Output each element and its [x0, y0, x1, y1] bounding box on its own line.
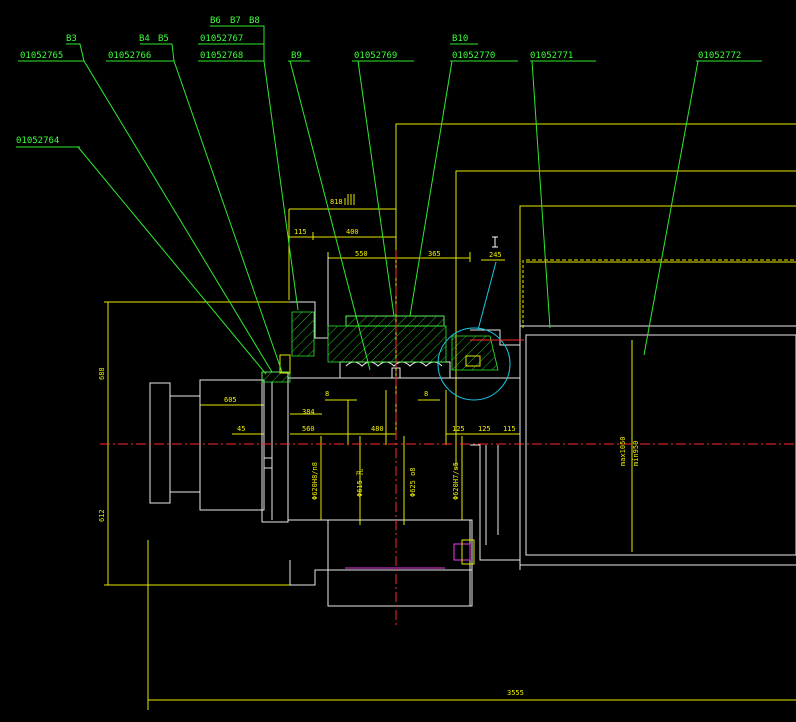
- dim-818: 818: [330, 198, 343, 206]
- label-01052767: 01052767: [200, 34, 243, 44]
- dimension-text-group: 818 115 400 550 365 245 688 612 605 384 …: [98, 194, 640, 697]
- surface-finish-icon: [344, 194, 355, 205]
- dim-8-right: 8: [424, 390, 428, 398]
- label-01052766: 01052766: [108, 51, 151, 61]
- dim-550: 550: [355, 250, 368, 258]
- label-b10: B10: [452, 34, 468, 44]
- dim-605: 605: [224, 396, 237, 404]
- label-01052764: 01052764: [16, 136, 59, 146]
- dim-560: 560: [302, 425, 315, 433]
- dim-688: 688: [98, 367, 106, 380]
- dim-625: Φ625 o8: [409, 467, 417, 497]
- label-01052771: 01052771: [530, 51, 573, 61]
- label-b6: B6: [210, 16, 221, 26]
- dim-bore-615: Φ615 孔: [356, 469, 364, 497]
- dim-612: 612: [98, 509, 106, 522]
- dim-45: 45: [237, 425, 245, 433]
- dim-fit-620-h7: Φ620H7/s5: [452, 462, 460, 500]
- label-01052770: 01052770: [452, 51, 495, 61]
- dim-115-top: 115: [294, 228, 307, 236]
- detail-circle: [437, 261, 511, 401]
- label-01052769: 01052769: [354, 51, 397, 61]
- label-b7: B7: [230, 16, 241, 26]
- dim-8-left: 8: [325, 390, 329, 398]
- dim-fit-620-h8: Φ620H8/n8: [311, 462, 319, 500]
- label-b9: B9: [291, 51, 302, 61]
- label-b5: B5: [158, 34, 169, 44]
- dim-480: 480: [371, 425, 384, 433]
- dim-max1050: max1050: [619, 436, 627, 466]
- dim-400: 400: [346, 228, 359, 236]
- label-01052768: 01052768: [200, 51, 243, 61]
- label-01052765: 01052765: [20, 51, 63, 61]
- leader-lines: [16, 25, 762, 375]
- dim-384: 384: [302, 408, 315, 416]
- label-b8: B8: [249, 16, 260, 26]
- section-hatching: [261, 311, 499, 383]
- dim-min950: min950: [632, 441, 640, 466]
- label-b4: B4: [139, 34, 150, 44]
- dim-arrow-icon: [492, 236, 498, 248]
- centerlines: [100, 250, 796, 625]
- dim-365: 365: [428, 250, 441, 258]
- dim-3555: 3555: [507, 689, 524, 697]
- part-outlines: [149, 257, 796, 607]
- dimension-lines: [104, 123, 796, 710]
- seal-details: [279, 259, 796, 569]
- label-b3: B3: [66, 34, 77, 44]
- dim-125-b: 125: [478, 425, 491, 433]
- dim-115-right: 115: [503, 425, 516, 433]
- part-label-group: B3 01052765 B4 B5 01052766 B6 B7 B8 0105…: [16, 16, 741, 146]
- label-01052772: 01052772: [698, 51, 741, 61]
- dim-245: 245: [489, 251, 502, 259]
- dim-125-a: 125: [452, 425, 465, 433]
